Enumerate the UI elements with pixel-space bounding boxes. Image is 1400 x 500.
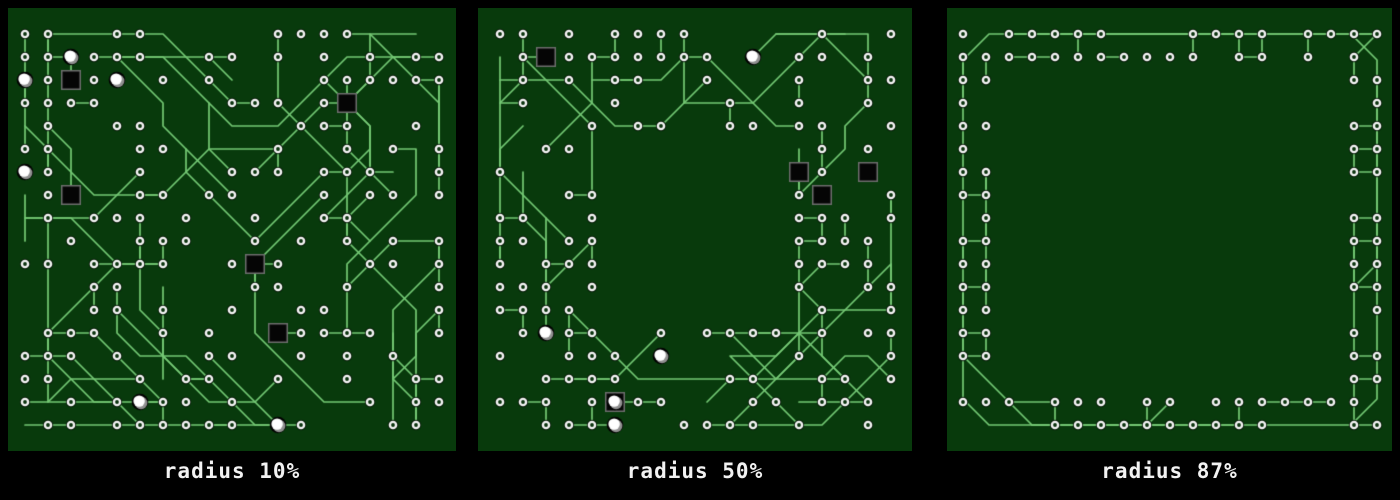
pcb-board-radius-10 bbox=[8, 8, 456, 451]
pcb-board-radius-87 bbox=[947, 8, 1392, 451]
panel-label-radius-50: radius 50% bbox=[626, 459, 764, 483]
panel-label-radius-10: radius 10% bbox=[163, 459, 301, 483]
panel-label-radius-87: radius 87% bbox=[1101, 459, 1238, 483]
pcb-board-radius-50 bbox=[478, 8, 912, 451]
